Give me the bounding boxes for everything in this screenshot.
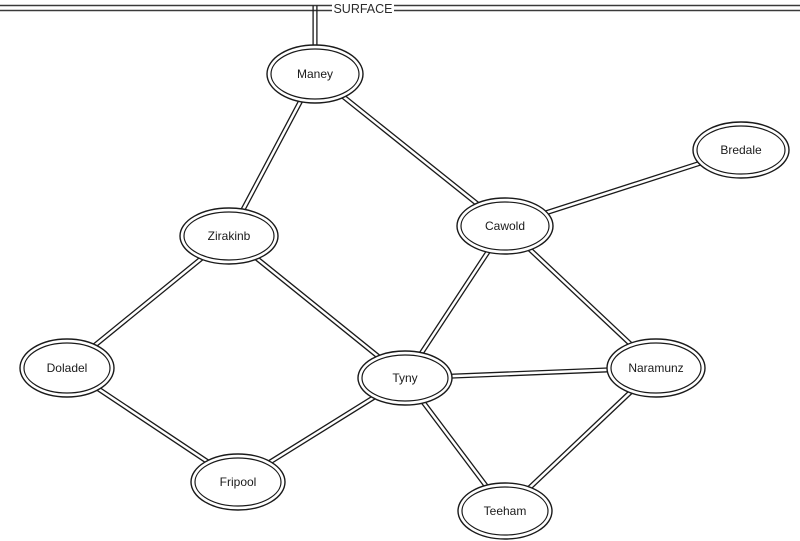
surface-label: SURFACE [333, 2, 392, 16]
surface-group [0, 4, 800, 12]
node-ellipse-inner [194, 457, 282, 507]
node-ellipse-inner [610, 342, 702, 394]
node-bredale[interactable]: Bredale [692, 121, 790, 179]
node-label: Maney [297, 67, 333, 81]
node-naramunz[interactable]: Naramunz [606, 338, 706, 398]
node-teeham[interactable]: Teeham [457, 482, 553, 540]
node-zirakinb[interactable]: Zirakinb [179, 207, 279, 265]
edge-layer [65, 5, 742, 513]
node-label: Doladel [47, 361, 88, 375]
node-maney[interactable]: Maney [266, 44, 364, 104]
node-label: Teeham [484, 504, 527, 518]
node-label: Cawold [485, 219, 525, 233]
node-cawold[interactable]: Cawold [456, 197, 554, 255]
node-label: Tyny [392, 371, 417, 385]
surface-label-backdrop [332, 0, 394, 16]
node-ellipse-inner [270, 48, 360, 100]
node-ellipse-inner [23, 342, 111, 394]
node-ellipse-inner [461, 486, 549, 536]
node-fripool[interactable]: Fripool [190, 453, 286, 511]
node-label: Bredale [720, 143, 762, 157]
node-label: Naramunz [628, 361, 683, 375]
node-doladel[interactable]: Doladel [19, 338, 115, 398]
surface-label-group: SURFACE [332, 0, 394, 16]
node-tyny[interactable]: Tyny [357, 350, 453, 406]
node-ellipse-inner [460, 201, 550, 251]
edge-maney-cawold [313, 72, 507, 228]
node-label: Fripool [220, 475, 257, 489]
node-ellipse-inner [696, 125, 786, 175]
node-label: Zirakinb [208, 229, 251, 243]
node-ellipse-inner [361, 354, 449, 402]
node-ellipse-inner [183, 211, 275, 261]
